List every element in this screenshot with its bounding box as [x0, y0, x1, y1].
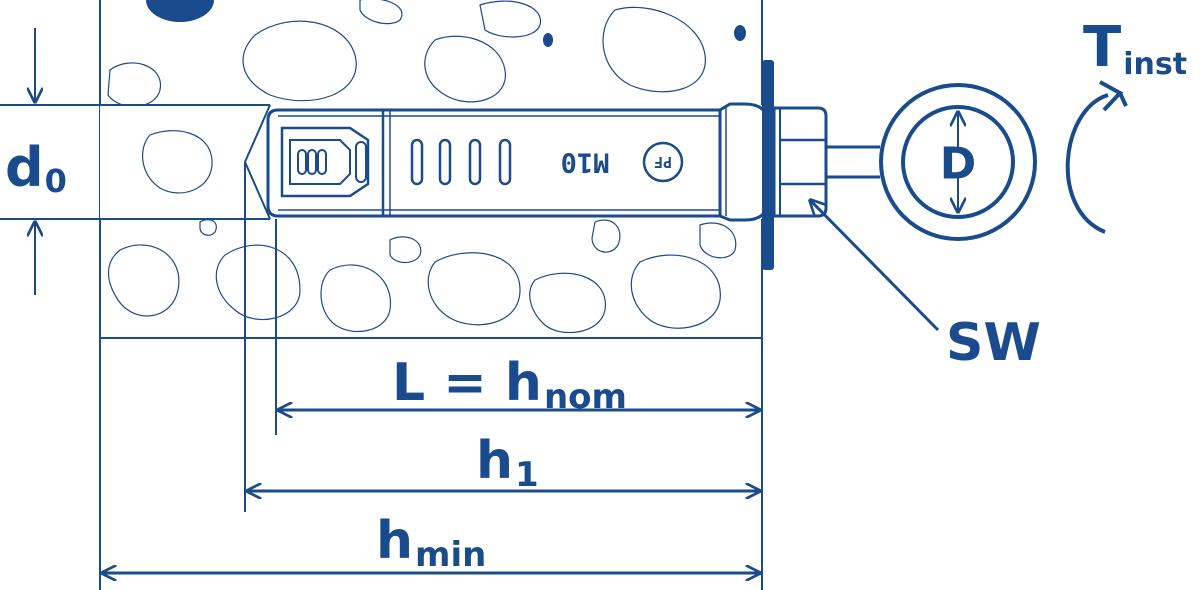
hnom-label: L = hnom [392, 353, 627, 417]
anchor-sleeve: M10 PF [266, 102, 772, 222]
manufacturer-logo: PF [642, 141, 684, 183]
h1-label: h1 [476, 431, 539, 495]
d0-label: d0 [5, 136, 67, 200]
sleeve-slot [498, 138, 512, 186]
diameter-label: D [940, 139, 977, 190]
hex-nut [772, 106, 828, 218]
eye-bolt [826, 83, 1037, 241]
washer [762, 60, 774, 270]
torque-symbol [1065, 80, 1128, 234]
bolt-marking: M10 [561, 147, 610, 178]
hmin-label: hmin [376, 511, 486, 575]
concrete-block [99, 0, 763, 590]
sleeve-slot [438, 138, 452, 186]
wrench-size-leader [810, 200, 940, 332]
torque-label: Tinst [1083, 15, 1187, 82]
logo-text: PF [654, 153, 672, 171]
sleeve-slot [410, 138, 424, 186]
sleeve-slot [468, 138, 482, 186]
wrench-size-label: SW [946, 313, 1041, 373]
